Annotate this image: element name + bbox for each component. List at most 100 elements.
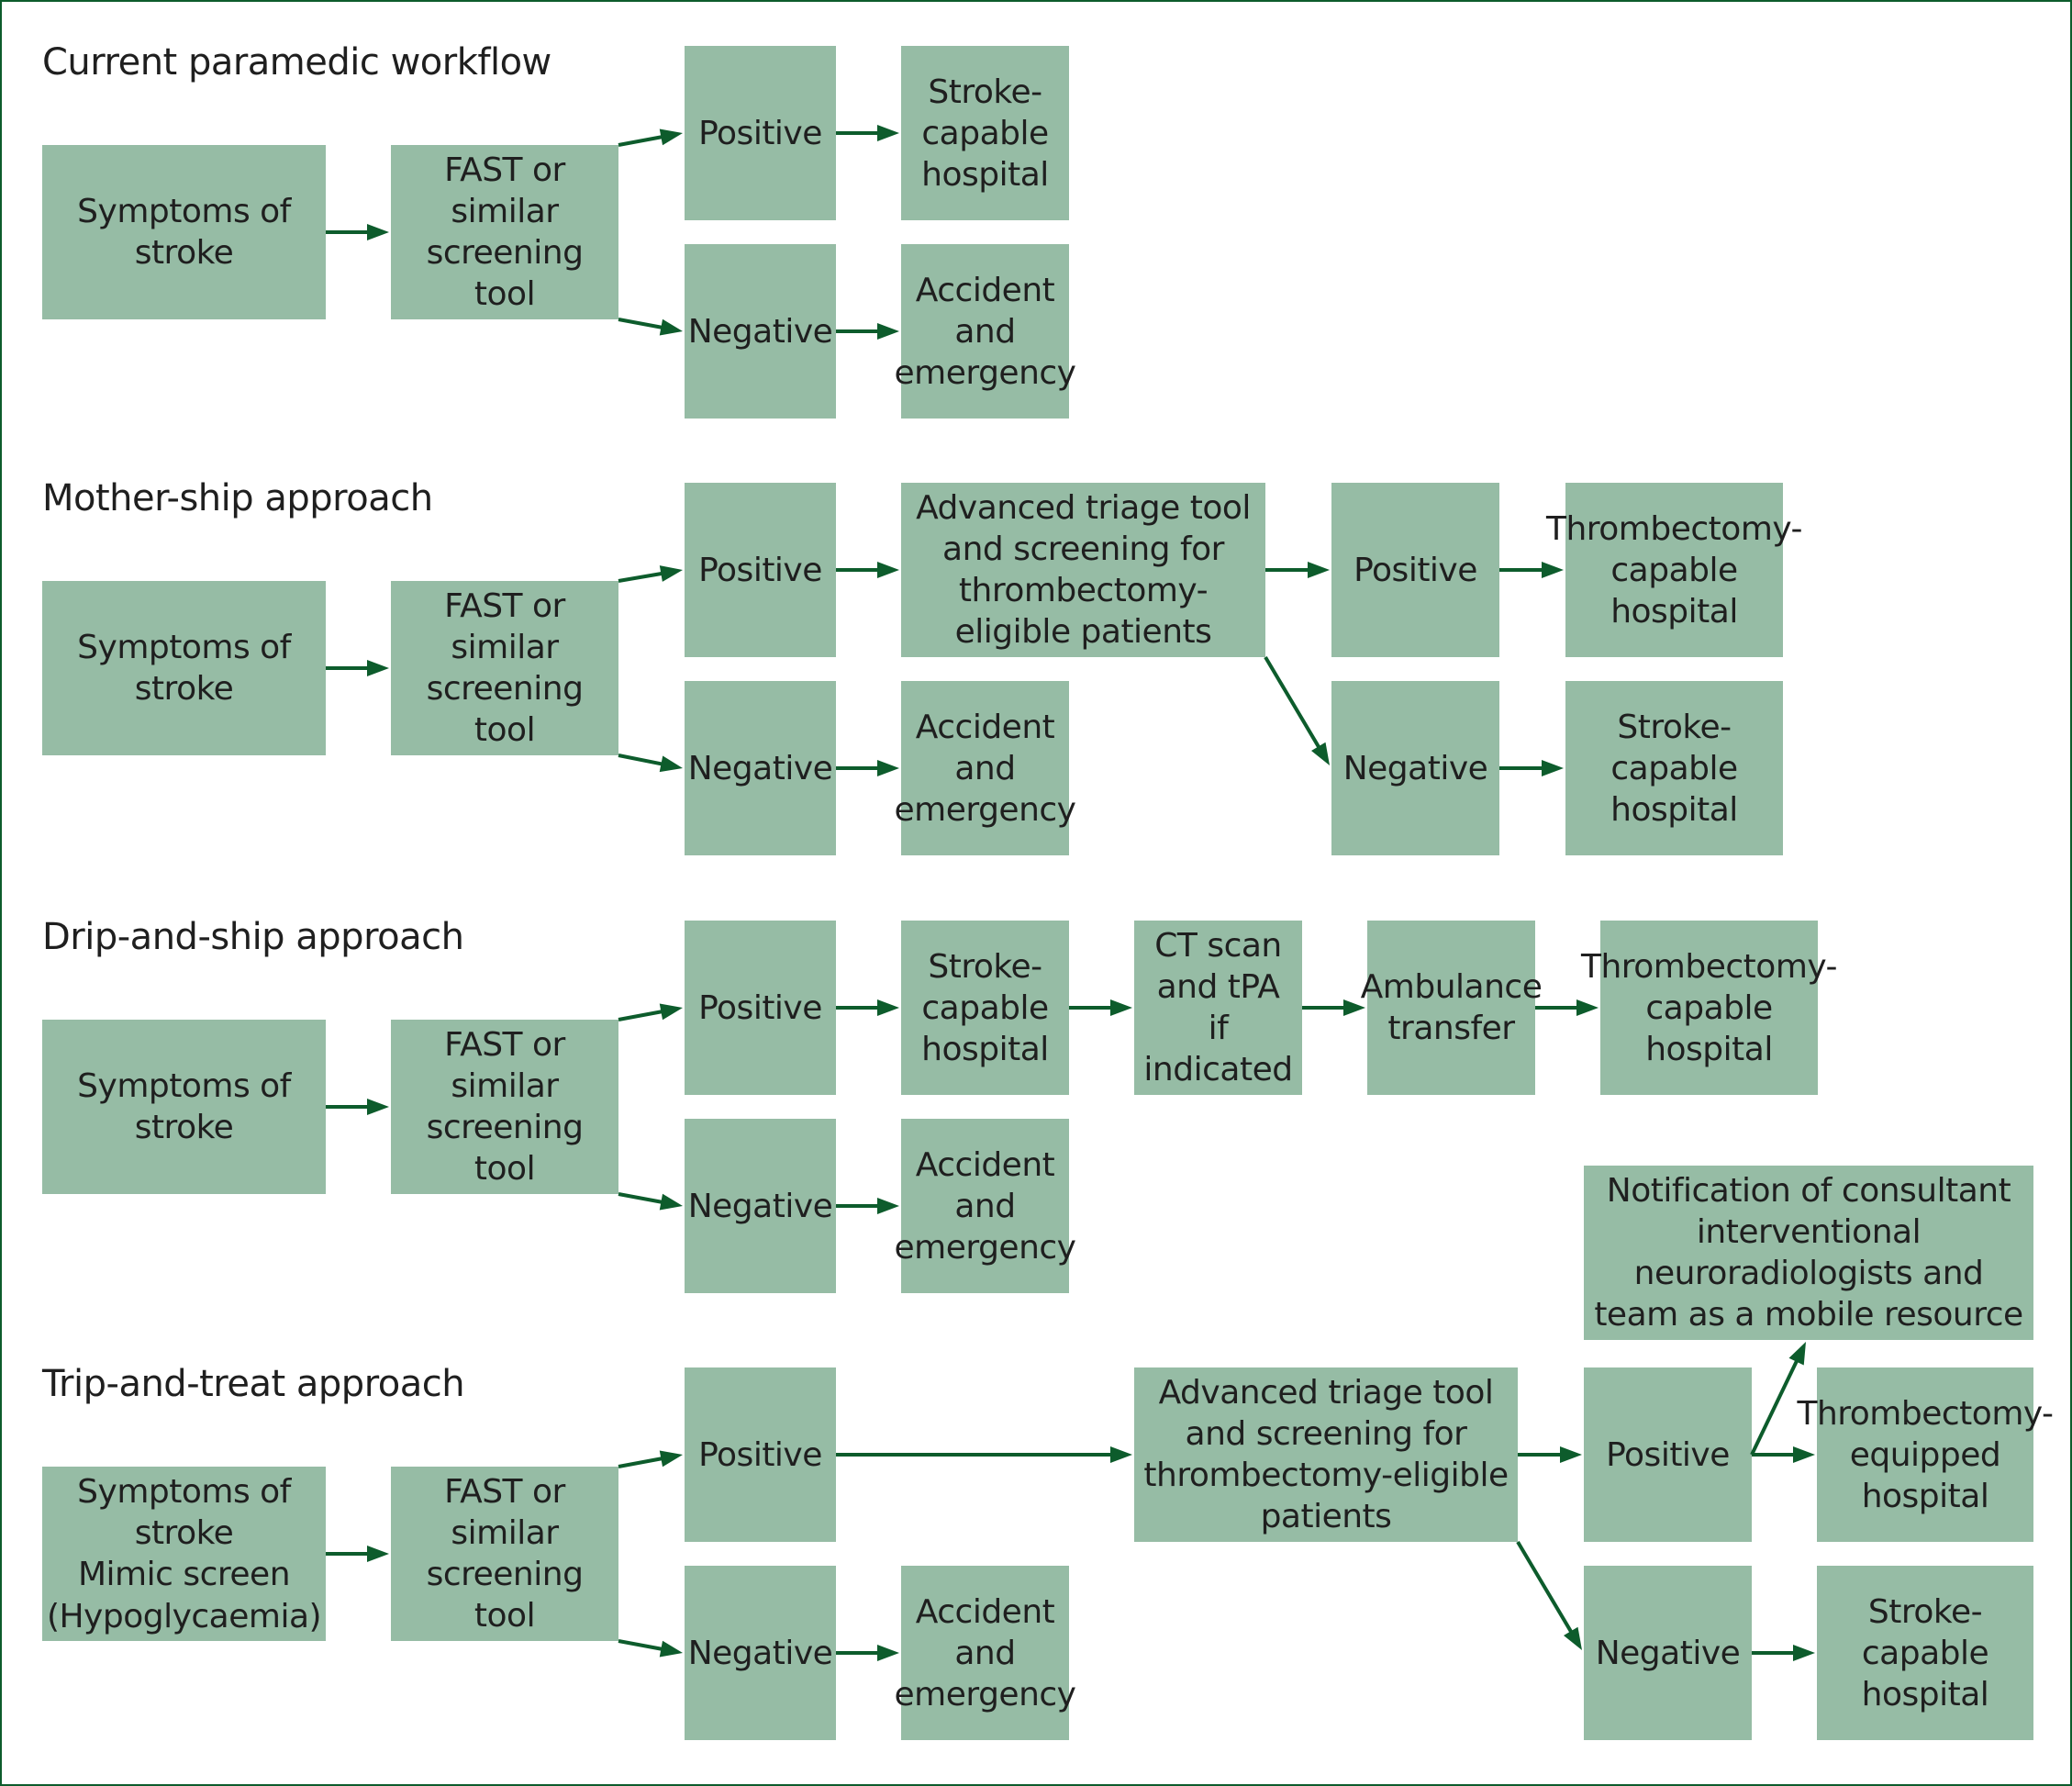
arrow-shaft [1750,1358,1799,1456]
box-triptreat-negative2: Negative [1584,1566,1752,1740]
box-current-stroke-hospital: Stroke-capable hospital [901,46,1069,220]
label: Stroke-capable hospital [921,73,1049,194]
label: Accident and emergency [894,271,1076,392]
arrow-dripship-negative-ae [836,1198,899,1214]
label: Positive [698,1435,822,1474]
arrow-dripship-screening-positive [618,1003,683,1021]
arrow-current-positive-hospital [836,125,899,141]
box-mothership-positive: Positive [685,483,836,657]
box-dripship-stroke-hospital: Stroke-capable hospital [901,921,1069,1095]
arrow-mothership-screening-negative [618,753,683,773]
arrow-head [1564,1626,1582,1650]
arrow-shaft [618,753,663,766]
label: Symptoms of stroke [77,193,291,272]
arrow-triptreat-triage-positive2 [1518,1446,1582,1463]
section-title-mothership: Mother-ship approach [42,477,433,519]
label: Advanced triage tool and screening for t… [1143,1374,1509,1535]
box-dripship-positive: Positive [685,921,836,1095]
label: Notification of consultant interventiona… [1594,1172,2023,1334]
arrow-triptreat-negative2-hospital [1752,1645,1815,1661]
arrow-dripship-symptoms-screening [326,1099,389,1115]
arrow-triptreat-triage-negative2 [1516,1540,1582,1650]
arrow-head [1311,742,1330,765]
box-mothership-positive2: Positive [1331,483,1499,657]
arrow-mothership-screening-positive [618,565,683,583]
box-mothership-negative2: Negative [1331,681,1499,855]
arrow-group [326,125,1815,1661]
arrow-mothership-positive2-hospital [1499,562,1564,578]
arrow-triptreat-screening-positive [618,1450,683,1468]
box-current-negative: Negative [685,244,836,419]
arrow-head [877,323,899,340]
arrow-shaft [618,1192,663,1204]
box-dripship-ct: CT scan and tPA if indicated [1134,921,1302,1095]
arrow-head [659,128,683,146]
box-current-ae: Accident and emergency [895,244,1076,419]
arrow-head [367,1546,389,1562]
arrow-current-symptoms-screening [326,224,389,240]
box-triptreat-negative: Negative [685,1566,836,1740]
arrow-head [1308,562,1330,578]
label-mimic-screen: Mimic screen [77,1556,291,1593]
arrow-dripship-ambulance-thrombectomy [1535,999,1599,1016]
arrow-triptreat-negative-ae [836,1645,899,1661]
label: Advanced triage tool and screening for t… [916,489,1251,651]
arrow-current-screening-negative [618,318,683,336]
arrow-shaft [618,1639,663,1651]
arrow-head [1560,1446,1582,1463]
box-dripship-screening: FAST or similar screening tool [391,1020,618,1194]
label: Positive [698,988,822,1027]
label: Thrombectomy-capable hospital [1545,509,1803,631]
arrow-current-negative-ae [836,323,899,340]
label: Positive [698,551,822,589]
arrow-shaft [618,1457,663,1468]
box-triptreat-ae: Accident and emergency [895,1566,1076,1740]
arrow-head [877,562,899,578]
box-current-screening: FAST or similar screening tool [391,145,618,319]
box-mothership-screening: FAST or similar screening tool [391,581,618,755]
arrow-mothership-positive-triage [836,562,899,578]
arrow-triptreat-positive2-hospital [1752,1446,1815,1463]
arrow-mothership-triage-positive2 [1265,562,1330,578]
box-mothership-thrombectomy-hospital: Thrombectomy-capable hospital [1546,483,1803,657]
arrow-head [659,318,683,336]
box-dripship-ambulance: Ambulance transfer [1361,921,1543,1095]
arrow-head [1542,562,1564,578]
label: Thrombectomy-capable hospital [1580,947,1838,1068]
arrow-head [1542,760,1564,776]
box-triptreat-screening: FAST or similar screening tool [391,1467,618,1641]
arrow-head [877,760,899,776]
arrow-head [1343,999,1365,1016]
label: Stroke-capable hospital [921,947,1049,1068]
label: Accident and emergency [894,708,1076,829]
arrow-dripship-hospital-ct [1069,999,1132,1016]
arrow-current-screening-positive [618,128,683,147]
arrow-head [367,1099,389,1115]
arrow-head [659,1193,683,1211]
arrow-head [659,1640,683,1658]
label: Ambulance transfer [1360,968,1543,1047]
label-symptoms: Symptoms of stroke [77,1472,291,1552]
box-triptreat-notification: Notification of consultant interventiona… [1584,1166,2033,1340]
arrow-triptreat-positive2-notification [1750,1342,1806,1456]
label: Negative [1595,1634,1741,1672]
arrow-triptreat-symptoms-screening [326,1546,389,1562]
label: Stroke-capable hospital [1610,708,1738,829]
section-title-triptreat: Trip-and-treat approach [42,1363,465,1405]
arrow-head [1110,999,1132,1016]
label: Negative [687,1187,833,1225]
label: FAST or similar screening tool [426,1026,584,1188]
arrow-head [877,1645,899,1661]
label: FAST or similar screening tool [426,587,584,749]
box-dripship-symptoms: Symptoms of stroke [42,1020,326,1194]
box-mothership-symptoms: Symptoms of stroke [42,581,326,755]
arrow-head [659,755,683,773]
label: Thrombectomy-equipped hospital [1797,1394,2054,1515]
box-mothership-negative: Negative [685,681,836,855]
arrow-head [1788,1342,1806,1366]
label: Symptoms of stroke [77,1067,291,1146]
section-title-current: Current paramedic workflow [42,41,551,84]
arrow-head [659,1450,683,1468]
arrow-triptreat-screening-negative [618,1639,683,1658]
